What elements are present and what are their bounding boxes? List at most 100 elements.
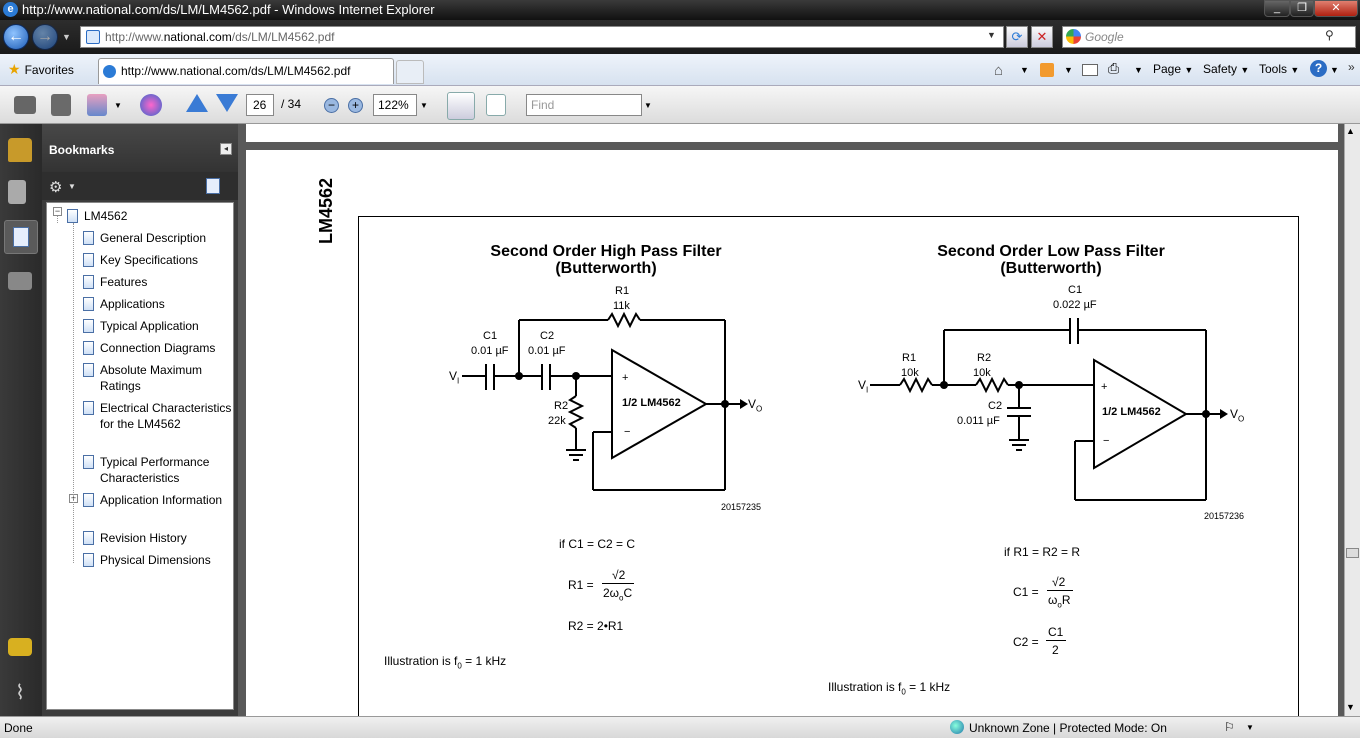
hp-eq-condition: if C1 = C2 = C <box>559 537 636 551</box>
new-tab-button[interactable] <box>396 60 424 84</box>
save-icon[interactable] <box>51 94 71 116</box>
url-prefix: http://www. <box>105 30 164 44</box>
find-dropdown-icon[interactable]: ▼ <box>644 101 652 110</box>
history-dropdown-icon[interactable]: ▼ <box>62 32 71 42</box>
lp-eq-c1-num: √2 <box>1052 575 1066 589</box>
expand-bookmark-icon[interactable] <box>206 178 220 194</box>
zoom-status-dropdown-icon[interactable]: ▼ <box>1246 723 1254 732</box>
bookmarks-panel: Bookmarks ◂ ⚙ ▼ − LM4562 General Descrip… <box>42 124 238 716</box>
bookmark-label: Key Specifications <box>100 253 199 267</box>
lp-r2-value: 10k <box>973 367 991 379</box>
page-number-input[interactable]: 26 <box>246 94 274 116</box>
lp-figure-number: 20157236 <box>1204 511 1245 521</box>
lp-subtitle: (Butterworth) <box>1000 260 1102 277</box>
find-binoculars-icon[interactable] <box>8 272 32 290</box>
lp-plus-label: + <box>1101 381 1108 393</box>
page-total: / 34 <box>281 97 302 111</box>
help-icon[interactable]: ? <box>1310 60 1327 77</box>
lp-eq-c2-den: 2 <box>1052 643 1059 657</box>
hp-eq-r1-num: √2 <box>612 568 626 582</box>
url-field[interactable]: http://www.national.com/ds/LM/LM4562.pdf… <box>80 26 1004 48</box>
search-icon[interactable]: ⚲ <box>1325 28 1334 42</box>
lp-r1-value: 10k <box>901 367 919 379</box>
lp-c2-label: C2 <box>988 400 1003 412</box>
tools-menu[interactable]: Tools ▼ <box>1259 62 1300 76</box>
lp-eq-condition: if R1 = R2 = R <box>1004 545 1081 559</box>
figure-frame <box>358 216 1299 726</box>
feeds-dropdown-icon[interactable]: ▼ <box>1064 65 1073 75</box>
email-icon[interactable] <box>87 94 107 116</box>
lp-illustration-note: Illustration is f0 = 1 kHz <box>828 680 951 697</box>
print-icon[interactable]: ⎙ <box>1108 60 1120 76</box>
email-dropdown-icon[interactable]: ▼ <box>114 101 122 110</box>
bookmarks-panel-icon[interactable] <box>4 220 38 254</box>
home-dropdown-icon[interactable]: ▼ <box>1020 65 1029 75</box>
home-icon[interactable]: ⌂ <box>994 62 1004 79</box>
zoom-in-icon[interactable]: + <box>348 98 363 113</box>
lp-title: Second Order Low Pass Filter <box>937 243 1165 260</box>
scroll-up-icon[interactable]: ▲ <box>1346 126 1355 136</box>
tab-title: http://www.national.com/ds/LM/LM4562.pdf <box>121 64 351 78</box>
stop-icon[interactable]: ✕ <box>1031 26 1053 48</box>
hp-r2-label: R2 <box>554 400 569 412</box>
collaborate-icon[interactable] <box>140 94 162 116</box>
tab-active[interactable]: http://www.national.com/ds/LM/LM4562.pdf <box>98 58 394 84</box>
bookmark-page-icon <box>83 297 94 311</box>
options-gear-icon[interactable]: ⚙ <box>49 179 63 196</box>
address-bar: ← → ▼ http://www.national.com/ds/LM/LM45… <box>0 20 1360 54</box>
print-doc-icon[interactable] <box>14 96 36 114</box>
attachments-paperclip-icon[interactable]: ⌇ <box>15 682 25 704</box>
url-dropdown-icon[interactable]: ▼ <box>987 30 996 40</box>
print-dropdown-icon[interactable]: ▼ <box>1134 65 1143 75</box>
zoom-input[interactable]: 122% <box>373 94 417 116</box>
refresh-icon[interactable]: ⟳ <box>1006 26 1028 48</box>
close-button[interactable]: ✕ <box>1314 0 1358 17</box>
favorites-button[interactable]: ★Favorites <box>8 61 74 78</box>
zoom-dropdown-icon[interactable]: ▼ <box>420 101 428 110</box>
fit-page-icon[interactable] <box>486 94 506 116</box>
hp-illustration-note: Illustration is f0 = 1 kHz <box>384 654 507 671</box>
zoom-out-icon[interactable]: − <box>324 98 339 113</box>
bookmark-page-icon <box>83 341 94 355</box>
maximize-button[interactable]: ❐ <box>1290 0 1314 17</box>
bookmark-page-icon <box>83 231 94 245</box>
scroll-down-icon[interactable]: ▼ <box>1346 702 1355 712</box>
hp-c1-value: 0.01 µF <box>471 345 509 357</box>
help-dropdown-icon[interactable]: ▼ <box>1330 65 1339 75</box>
fit-width-icon[interactable] <box>447 92 475 120</box>
collapse-root-icon[interactable]: − <box>53 206 62 216</box>
document-viewer: LM4562 Second Order High Pass Filter (Bu… <box>238 124 1344 726</box>
options-dropdown-icon[interactable]: ▼ <box>68 182 76 191</box>
lp-c1-label: C1 <box>1068 284 1083 296</box>
back-button[interactable]: ← <box>3 24 29 50</box>
forward-button[interactable]: → <box>32 24 58 50</box>
lp-minus-label: − <box>1103 435 1110 447</box>
minimize-button[interactable]: _ <box>1264 0 1290 17</box>
lp-vo-label: VO <box>1230 407 1245 424</box>
find-input[interactable]: Find <box>526 94 642 116</box>
page-menu[interactable]: Page ▼ <box>1153 62 1194 76</box>
feeds-icon[interactable] <box>1040 63 1054 77</box>
read-mail-icon[interactable] <box>1082 64 1098 76</box>
hp-opamp-label: 1/2 LM4562 <box>622 397 681 409</box>
search-input[interactable]: Google ⚲ <box>1062 26 1356 48</box>
security-lock-icon[interactable] <box>8 138 32 162</box>
safety-menu-label: Safety <box>1203 62 1238 76</box>
lp-eq-c2-num: C1 <box>1048 625 1064 639</box>
next-page-icon[interactable] <box>216 94 238 112</box>
scroll-thumb[interactable] <box>1346 548 1359 558</box>
previous-page-icon[interactable] <box>186 94 208 112</box>
favorites-bar: ★Favorites http://www.national.com/ds/LM… <box>0 54 1360 86</box>
protected-mode-icon[interactable]: ⚐ <box>1224 720 1235 734</box>
pages-icon[interactable] <box>8 180 26 204</box>
hp-r1-value: 11k <box>613 300 630 312</box>
status-text: Done <box>4 721 33 735</box>
safety-menu[interactable]: Safety ▼ <box>1203 62 1250 76</box>
hp-c2-value: 0.01 µF <box>528 345 566 357</box>
toolbar-overflow-icon[interactable]: » <box>1348 60 1355 74</box>
lp-r1-label: R1 <box>902 352 917 364</box>
bookmark-label: General Description <box>100 231 207 245</box>
comments-icon[interactable] <box>8 638 32 656</box>
vertical-scrollbar[interactable]: ▲ ▼ <box>1344 124 1360 716</box>
collapse-panel-icon[interactable]: ◂ <box>220 143 232 155</box>
